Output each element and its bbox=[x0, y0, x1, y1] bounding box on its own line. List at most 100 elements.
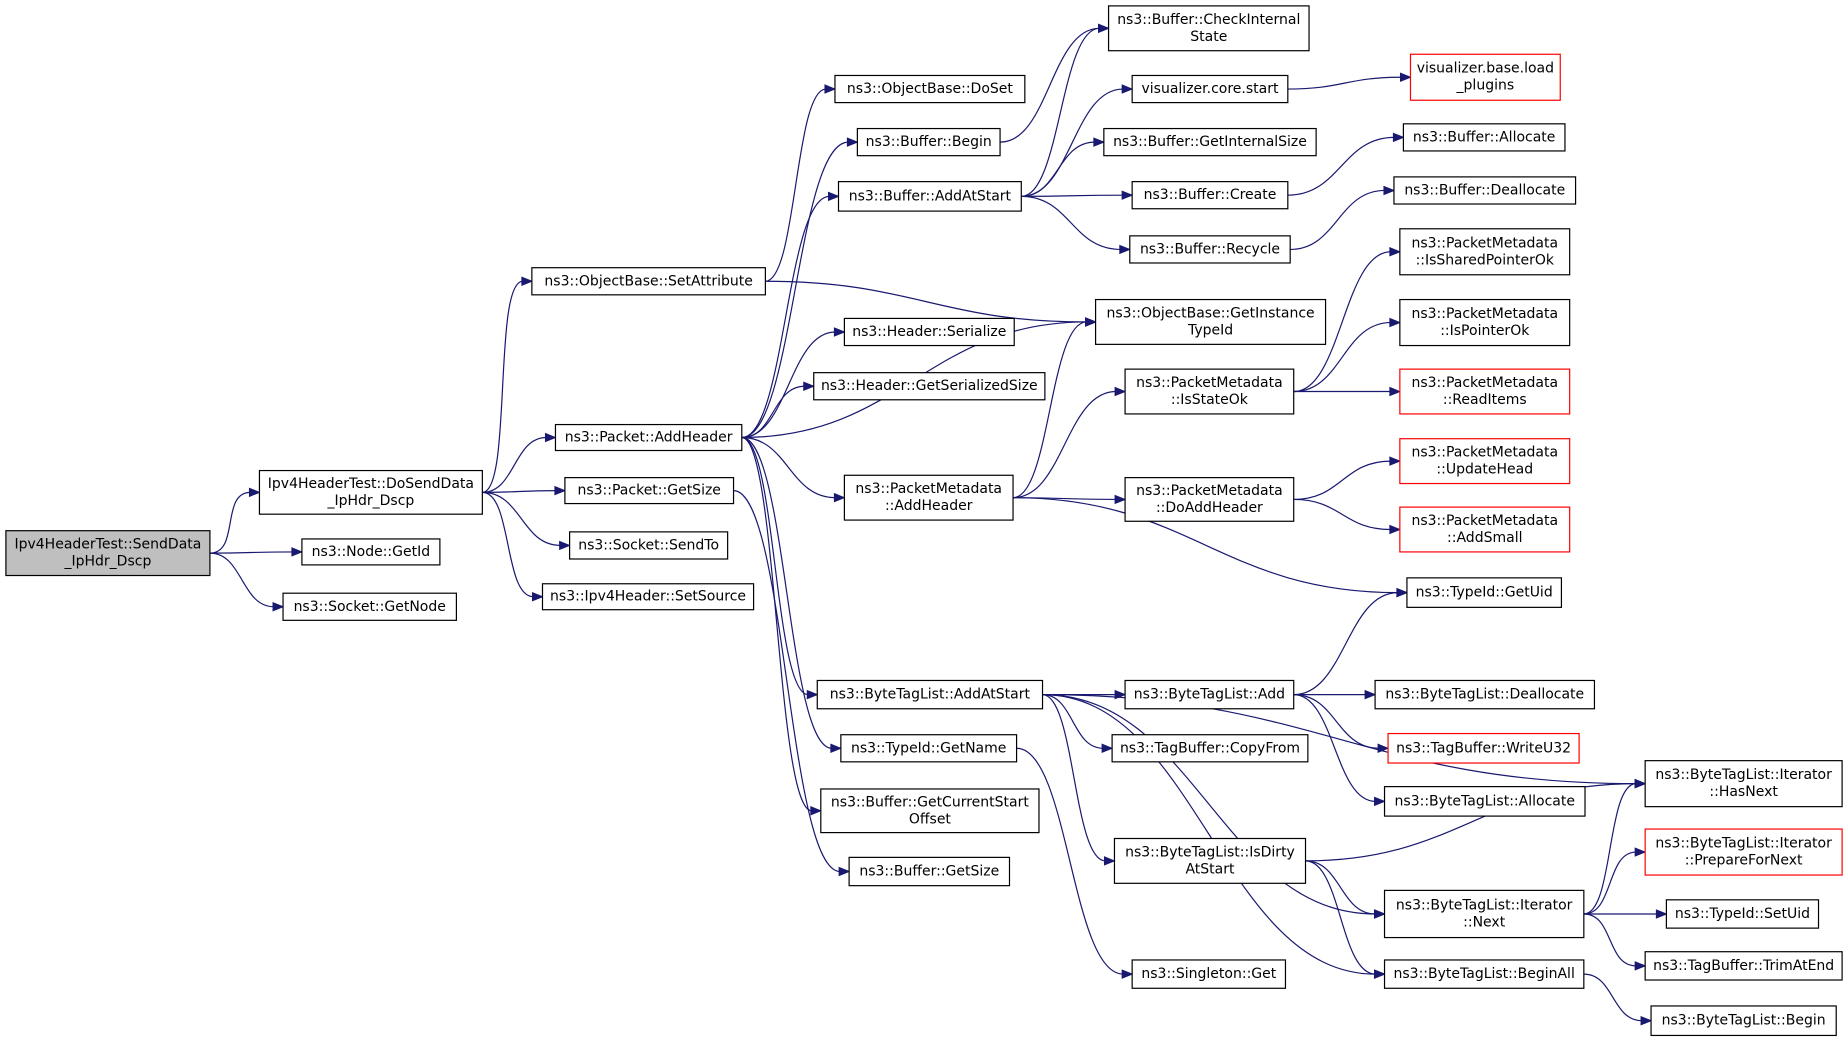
node-btliternext[interactable]: ns3::ByteTagList::Iterator::Next bbox=[1383, 889, 1585, 939]
edge-arrowhead bbox=[531, 591, 544, 602]
node-box bbox=[1644, 760, 1843, 808]
node-box bbox=[1399, 506, 1571, 553]
node-label: ::IsSharedPointerOk bbox=[1416, 252, 1555, 268]
edge-bufferaddatstart-to-buffercreate bbox=[1021, 190, 1134, 200]
node-btlhasnext[interactable]: ns3::ByteTagList::Iterator::HasNext bbox=[1644, 760, 1843, 808]
node-label: State bbox=[1190, 29, 1227, 45]
node-label: ns3::Buffer::Recycle bbox=[1140, 241, 1280, 257]
node-pmisptrok[interactable]: ns3::PacketMetadata::IsPointerOk bbox=[1399, 298, 1571, 347]
node-box bbox=[1399, 298, 1571, 347]
nodes-layer: Ipv4HeaderTest::SendData_IpHdr_DscpIpv4H… bbox=[5, 5, 1843, 1037]
node-label: ns3::ObjectBase::DoSet bbox=[847, 81, 1013, 97]
node-tagbuffercopyfrom[interactable]: ns3::TagBuffer::CopyFrom bbox=[1111, 734, 1309, 763]
edge-dosenddata-to-socketsendto bbox=[482, 491, 571, 551]
edge-dosenddata-to-packetgetsize bbox=[482, 485, 567, 496]
node-packetgetsize[interactable]: ns3::Packet::GetSize bbox=[564, 477, 735, 505]
node-pmaddheader[interactable]: ns3::PacketMetadata::AddHeader bbox=[843, 474, 1014, 521]
node-btlprepare[interactable]: ns3::ByteTagList::Iterator::PrepareForNe… bbox=[1644, 828, 1843, 876]
node-label: ns3::Singleton::Get bbox=[1141, 966, 1276, 982]
edge-line bbox=[1583, 913, 1637, 967]
node-label: ::AddSmall bbox=[1447, 530, 1522, 546]
edge-bufferrecycle-to-bufferdeallocate bbox=[1290, 185, 1396, 251]
edge-arrowhead bbox=[521, 276, 534, 287]
node-box bbox=[1374, 679, 1596, 710]
node-pmisstateok[interactable]: ns3::PacketMetadata::IsStateOk bbox=[1124, 368, 1295, 415]
edge-line bbox=[1287, 76, 1402, 90]
node-vizloadplugins[interactable]: visualizer.base.load_plugins bbox=[1409, 53, 1561, 101]
node-typeidgetname[interactable]: ns3::TypeId::GetName bbox=[840, 734, 1018, 763]
edge-line bbox=[741, 385, 805, 439]
node-tagbuffertrimatend[interactable]: ns3::TagBuffer::TrimAtEnd bbox=[1644, 951, 1843, 981]
node-btlbegin[interactable]: ns3::ByteTagList::Begin bbox=[1650, 1005, 1837, 1037]
node-tagbufferwriteu32[interactable]: ns3::TagBuffer::WriteU32 bbox=[1387, 732, 1580, 764]
node-box bbox=[1111, 734, 1309, 763]
node-bufferallocate[interactable]: ns3::Buffer::Allocate bbox=[1402, 123, 1566, 152]
edge-line bbox=[1583, 783, 1637, 915]
edge-root-to-socketgetnode bbox=[209, 552, 285, 612]
node-pmissharedptr[interactable]: ns3::PacketMetadata::IsSharedPointerOk bbox=[1399, 228, 1571, 276]
edge-arrowhead bbox=[1364, 689, 1377, 700]
edge-arrowhead bbox=[1389, 386, 1402, 397]
node-setattribute[interactable]: ns3::ObjectBase::SetAttribute bbox=[531, 267, 766, 296]
edge-line bbox=[1305, 860, 1376, 975]
edge-arrowhead bbox=[1396, 587, 1409, 598]
node-buffergetsize[interactable]: ns3::Buffer::GetSize bbox=[848, 856, 1011, 887]
node-btladd[interactable]: ns3::ByteTagList::Add bbox=[1124, 679, 1295, 710]
node-bufferrecycle[interactable]: ns3::Buffer::Recycle bbox=[1129, 235, 1291, 264]
node-socketgetnode[interactable]: ns3::Socket::GetNode bbox=[282, 592, 457, 621]
node-typeidsetuid[interactable]: ns3::TypeId::SetUid bbox=[1665, 899, 1820, 929]
node-setsource[interactable]: ns3::Ipv4Header::SetSource bbox=[541, 583, 755, 611]
node-nodegetid[interactable]: ns3::Node::GetId bbox=[301, 538, 441, 566]
node-bufferbegin[interactable]: ns3::Buffer::Begin bbox=[856, 127, 1001, 157]
node-bufferaddatstart[interactable]: ns3::Buffer::AddAtStart bbox=[837, 181, 1022, 212]
node-pmupdatehead[interactable]: ns3::PacketMetadata::UpdateHead bbox=[1399, 438, 1571, 485]
node-btladdatstart[interactable]: ns3::ByteTagList::AddAtStart bbox=[816, 679, 1044, 710]
node-vizcorestart[interactable]: visualizer.core.start bbox=[1131, 74, 1289, 104]
node-label: ns3::TagBuffer::CopyFrom bbox=[1120, 740, 1300, 756]
node-singletonget[interactable]: ns3::Singleton::Get bbox=[1131, 959, 1287, 989]
node-label: ns3::ByteTagList::Iterator bbox=[1655, 836, 1832, 852]
node-btlbeginall[interactable]: ns3::ByteTagList::BeginAll bbox=[1383, 959, 1585, 989]
edge-packetaddheader-to-bufferaddatstart bbox=[741, 191, 840, 439]
node-label: ns3::Socket::GetNode bbox=[294, 599, 446, 615]
edge-line bbox=[482, 489, 556, 493]
node-box bbox=[1107, 5, 1310, 52]
node-pmaddsmall[interactable]: ns3::PacketMetadata::AddSmall bbox=[1399, 506, 1571, 553]
node-label: ns3::ByteTagList::Iterator bbox=[1396, 897, 1573, 913]
node-packetaddheader[interactable]: ns3::Packet::AddHeader bbox=[554, 423, 743, 452]
edge-line bbox=[1021, 27, 1100, 197]
node-dosenddata[interactable]: Ipv4HeaderTest::DoSendData_IpHdr_Dscp bbox=[258, 469, 483, 515]
edge-arrowhead bbox=[1634, 961, 1647, 971]
edge-arrowhead bbox=[824, 84, 837, 94]
node-label: ns3::ByteTagList::AddAtStart bbox=[830, 687, 1031, 703]
edge-arrowhead bbox=[272, 602, 285, 612]
node-label: ::UpdateHead bbox=[1436, 462, 1533, 478]
node-headerserialize[interactable]: ns3::Header::Serialize bbox=[843, 317, 1015, 347]
node-typeidgetuid[interactable]: ns3::TypeId::GetUid bbox=[1406, 577, 1563, 608]
edge-line bbox=[482, 491, 561, 547]
node-btldeallocate[interactable]: ns3::ByteTagList::Deallocate bbox=[1374, 679, 1596, 710]
edge-arrowhead bbox=[1374, 969, 1386, 979]
node-label: ns3::Buffer::Create bbox=[1144, 187, 1277, 203]
node-btlallocate[interactable]: ns3::ByteTagList::Allocate bbox=[1383, 786, 1586, 817]
node-box bbox=[843, 474, 1014, 521]
node-label: Ipv4HeaderTest::SendData bbox=[14, 537, 201, 553]
edge-line bbox=[741, 436, 832, 749]
node-bufferdeallocate[interactable]: ns3::Buffer::Deallocate bbox=[1393, 176, 1577, 205]
node-pmdoaddheader[interactable]: ns3::PacketMetadata::DoAddHeader bbox=[1124, 477, 1295, 522]
node-doset[interactable]: ns3::ObjectBase::DoSet bbox=[834, 74, 1026, 104]
node-socketsendto[interactable]: ns3::Socket::SendTo bbox=[569, 531, 729, 560]
edge-arrowhead bbox=[1114, 386, 1127, 397]
edge-dosenddata-to-setsource bbox=[482, 491, 544, 602]
node-headergetsersize[interactable]: ns3::Header::GetSerializedSize bbox=[813, 372, 1046, 401]
node-buffercreate[interactable]: ns3::Buffer::Create bbox=[1131, 181, 1289, 210]
node-pmreaditems[interactable]: ns3::PacketMetadata::ReadItems bbox=[1399, 368, 1571, 415]
node-buffergetinternalsize[interactable]: ns3::Buffer::GetInternalSize bbox=[1103, 127, 1317, 157]
edge-line bbox=[482, 491, 534, 598]
node-label: _plugins bbox=[1456, 78, 1515, 94]
